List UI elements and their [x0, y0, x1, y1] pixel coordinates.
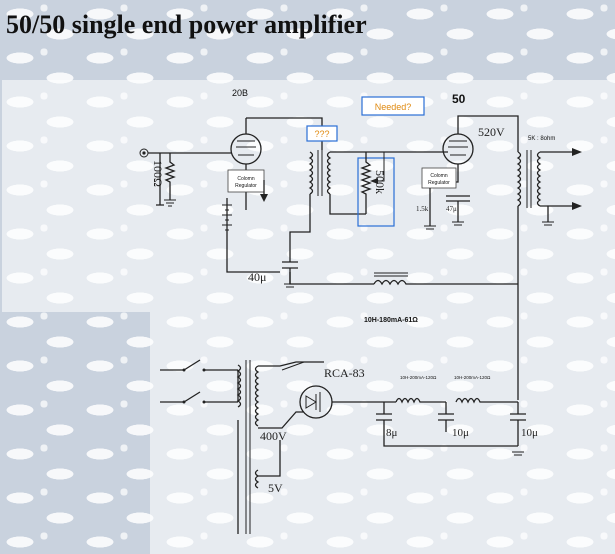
cathode-battery: [222, 198, 232, 240]
main-choke-label: 10H-180mA-61Ω: [364, 317, 418, 324]
regulator-input-box: Colomn Regulator: [227, 169, 265, 193]
choke-2: [455, 397, 518, 404]
grid-pot-label: 500k: [373, 170, 387, 194]
heater-winding-label: 5V: [268, 481, 283, 495]
cap-3-label: 10μ: [521, 427, 538, 439]
svg-text:Colomn: Colomn: [237, 176, 254, 182]
input-resistor: [164, 153, 176, 200]
main-choke: [373, 279, 518, 286]
svg-text:Regulator: Regulator: [428, 180, 450, 186]
schematic-panel-lower: [150, 312, 615, 554]
grid-pot: [360, 152, 372, 214]
output-load-label: 5K : 8ohm: [528, 136, 555, 142]
grid-pot-highlight: [357, 157, 395, 227]
cap-2: [438, 413, 454, 432]
svg-text:Regulator: Regulator: [235, 183, 257, 189]
input-resistor-label: 100Ω: [151, 160, 165, 187]
cap-1-label: 8μ: [386, 427, 398, 439]
mains-switch-1: [160, 359, 238, 372]
filter-cap-input-label: 40μ: [248, 270, 266, 284]
choke-1: [395, 397, 446, 404]
svg-text:Colomn: Colomn: [430, 173, 447, 179]
svg-text:???: ???: [314, 129, 329, 139]
unknown-tag: ???: [306, 125, 338, 142]
tube-20b-label: 20B: [232, 88, 248, 98]
needed-tag: Needed?: [361, 96, 425, 116]
rectifier-switch: [281, 361, 305, 371]
page-title: 50/50 single end power amplifier: [6, 10, 367, 39]
rectifier-label: RCA-83: [324, 366, 365, 380]
power-transformer: [236, 360, 260, 534]
hv-winding-label: 400V: [260, 429, 287, 443]
tube-50-label: 50: [452, 92, 466, 106]
choke-1-label: 10H-200mA-120Ω: [400, 375, 437, 380]
output-transformer: [516, 150, 542, 208]
regulator-output-box: Colomn Regulator: [421, 167, 457, 189]
schematic-panel-upper: [2, 80, 615, 312]
cap-1: [376, 413, 392, 432]
choke-2-label: 10H-200mA-120Ω: [454, 375, 491, 380]
b-plus-label: 520V: [478, 125, 505, 139]
cap-3: [510, 413, 526, 446]
mains-switch-2: [160, 391, 238, 404]
svg-text:Needed?: Needed?: [375, 102, 412, 112]
interstage-transformer: [308, 150, 332, 196]
cathode-cap-label: 47μ: [446, 205, 457, 213]
cap-2-label: 10μ: [452, 427, 469, 439]
cathode-resistor-label: 1.5k: [416, 205, 429, 213]
